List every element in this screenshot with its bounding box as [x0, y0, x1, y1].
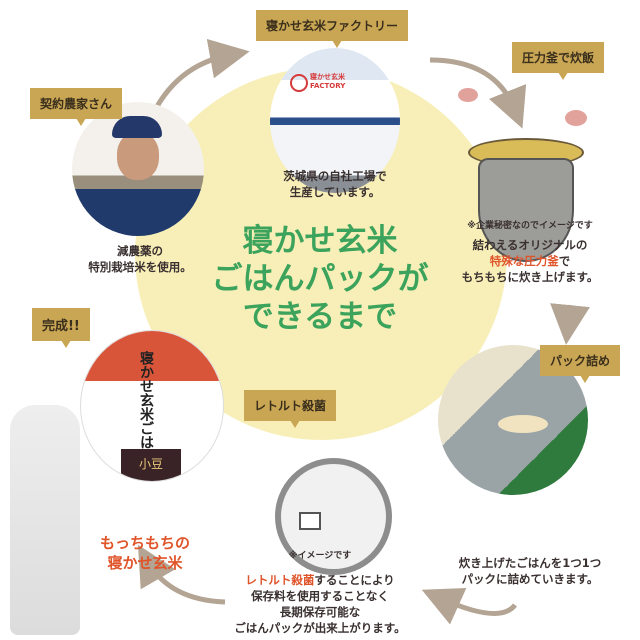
factory-logo-icon	[290, 74, 308, 92]
tag-retort: レトルト殺菌	[244, 390, 337, 428]
retort-note: ※イメージです	[288, 551, 352, 561]
steam-icon	[565, 110, 587, 126]
retort-drum-icon	[275, 458, 392, 575]
product-pack-photo: 寝かせ玄米ごはん 小豆	[80, 330, 224, 482]
factory-desc: 茨城県の自社工場で生産しています。	[283, 169, 387, 199]
arrow-factory-to-pressure	[429, 57, 527, 129]
farmer-desc: 減農薬の特別栽培米を使用。	[88, 244, 192, 274]
arrow-pressure-to-packing	[550, 303, 590, 345]
tag-packing: パック詰め	[540, 345, 621, 383]
worker-figure	[10, 405, 80, 635]
complete-desc: もっちもちの寝かせ玄米	[99, 534, 190, 572]
pressure-cooker-icon	[478, 158, 574, 262]
page-title: 寝かせ玄米ごはんパックができるまで	[211, 223, 429, 335]
tag-complete: 完成!!	[32, 308, 90, 348]
tag-factory: 寝かせ玄米ファクトリー	[256, 10, 409, 48]
farmer-photo	[72, 102, 204, 236]
retort-desc: レトルト殺菌することにより 保存料を使用することなく 長期保存可能な ごはんパッ…	[234, 573, 406, 635]
tag-pressure: 圧力釜で炊飯	[512, 42, 605, 80]
packing-desc: 炊き上げたごはんを1つ1つパックに詰めていきます。	[458, 556, 602, 586]
pressure-desc: ※企業秘密なのでイメージです 結わえるオリジナルの 特殊な圧力釜で もちもちに炊…	[461, 221, 599, 284]
tag-farmer: 契約農家さん	[30, 88, 123, 126]
arrow-retort-to-complete	[137, 544, 226, 605]
arrow-packing-to-retort	[421, 587, 517, 625]
steam-icon	[458, 88, 478, 102]
